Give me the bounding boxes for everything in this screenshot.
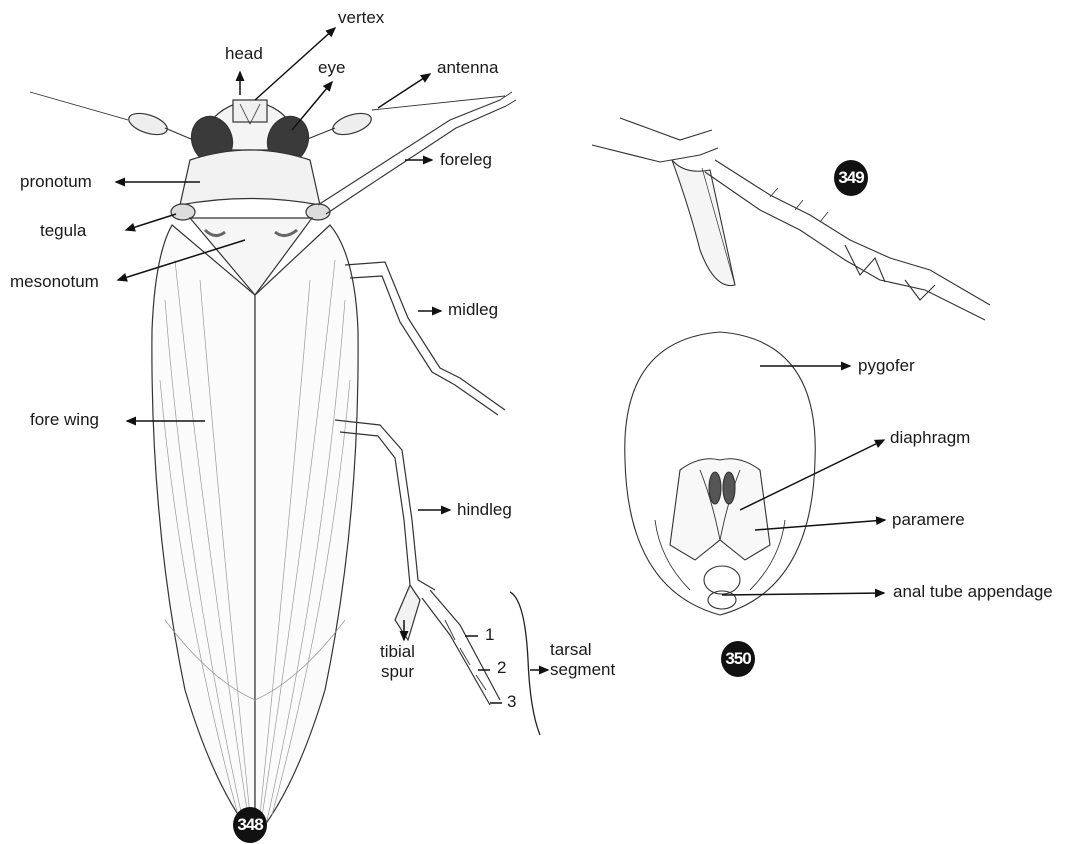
leafhopper-body-drawing	[30, 92, 540, 838]
label-pronotum: pronotum	[20, 172, 92, 192]
label-midleg: midleg	[448, 300, 498, 320]
label-tarsal-3: 3	[507, 692, 516, 712]
label-mesonotum: mesonotum	[10, 272, 99, 292]
genitalia-drawing	[625, 332, 815, 615]
pronotum-drawing	[180, 150, 320, 205]
label-fore-wing: fore wing	[30, 410, 99, 430]
pointer-eye	[292, 82, 332, 130]
figure-number-348: 348	[233, 807, 267, 843]
label-foreleg: foreleg	[440, 150, 492, 170]
pointer-tegula	[126, 214, 176, 230]
paramere-drawing	[670, 459, 770, 560]
label-tarsal-segment: tarsal segment	[550, 640, 615, 680]
label-eye: eye	[318, 58, 345, 78]
tibia-apex-drawing	[592, 118, 990, 320]
label-anal-tube-appendage: anal tube appendage	[893, 582, 1053, 602]
label-antenna: antenna	[437, 58, 498, 78]
label-paramere: paramere	[892, 510, 965, 530]
midleg-drawing	[345, 262, 505, 415]
label-head: head	[225, 44, 263, 64]
label-hindleg: hindleg	[457, 500, 512, 520]
anal-tube-drawing	[704, 566, 740, 594]
left-antenna-drawing	[30, 92, 128, 120]
pointer-anal-tube	[722, 593, 884, 595]
label-tibial-spur: tibial spur	[380, 642, 415, 682]
label-tarsal-2: 2	[497, 658, 506, 678]
figure-number-350: 350	[721, 641, 755, 677]
figure-number-349: 349	[834, 160, 868, 196]
label-tarsal-1: 1	[485, 625, 494, 645]
label-pygofer: pygofer	[858, 356, 915, 376]
label-vertex: vertex	[338, 8, 384, 28]
label-tegula: tegula	[40, 221, 86, 241]
pointer-paramere	[755, 520, 885, 530]
pointer-antenna	[378, 74, 430, 108]
label-diaphragm: diaphragm	[890, 428, 970, 448]
